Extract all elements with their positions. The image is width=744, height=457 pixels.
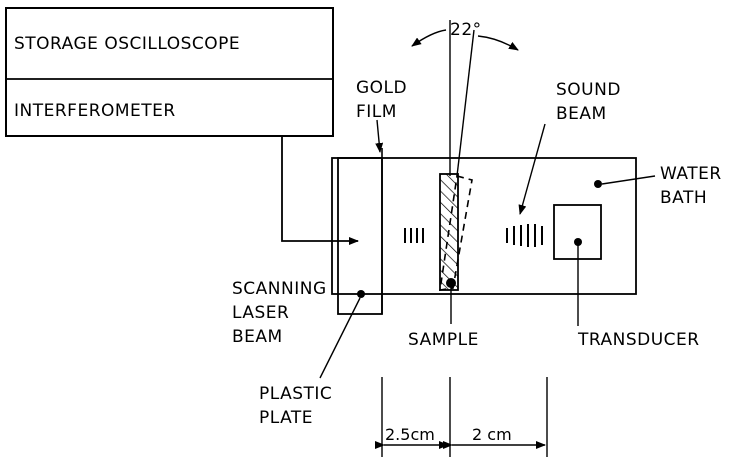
scanning-laser-beam-label-line-2: LASER <box>232 303 290 323</box>
water-bath-dot <box>594 180 602 188</box>
signal-path-line <box>281 136 359 245</box>
scanning-laser-beam-label: SCANNING LASER BEAM <box>232 277 327 349</box>
angle-tilted-line <box>456 29 475 177</box>
scanning-laser-beam-label-line-1: SCANNING <box>232 279 327 299</box>
transducer-label: TRANSDUCER <box>578 330 700 350</box>
gold-film-label-line-1: GOLD <box>356 78 408 98</box>
water-bath-label: WATER BATH <box>660 162 722 210</box>
interferometer-label: INTERFEROMETER <box>14 101 176 121</box>
plastic-plate-label-line-2: PLATE <box>259 408 314 428</box>
water-bath-label-line-2: BATH <box>660 188 708 208</box>
transducer-dot <box>574 238 582 246</box>
dimension-lines <box>375 377 548 457</box>
sample-rotated-outline <box>439 174 473 291</box>
sound-beam-label-line-1: SOUND <box>556 80 621 100</box>
gold-film-label-line-2: FILM <box>356 102 397 122</box>
gold-film-label: GOLD FILM <box>356 76 407 124</box>
instrument-box <box>5 7 334 137</box>
dimension-left-label: 2.5cm <box>385 425 435 444</box>
plastic-plate-label: PLASTIC PLATE <box>259 382 332 430</box>
angle-arc-left <box>411 29 447 47</box>
gold-film-pointer <box>375 119 384 153</box>
laser-spot <box>357 290 365 298</box>
wavefronts-left <box>404 228 424 243</box>
sound-beam-label: SOUND BEAM <box>556 78 621 126</box>
sample-label: SAMPLE <box>408 330 479 350</box>
plastic-plate-pointer <box>319 297 361 379</box>
sound-beam-pointer <box>518 123 546 215</box>
water-bath-pointer <box>601 175 656 185</box>
plastic-plate-label-line-1: PLASTIC <box>259 384 333 404</box>
water-bath-label-line-1: WATER <box>660 164 722 184</box>
water-bath-tank <box>331 157 637 295</box>
scanning-laser-beam-label-line-3: BEAM <box>232 327 283 347</box>
angle-arc-right <box>477 35 519 51</box>
sound-beam-label-line-2: BEAM <box>556 104 607 124</box>
angle-label: 22° <box>450 20 482 40</box>
storage-oscilloscope-label: STORAGE OSCILLOSCOPE <box>14 34 241 54</box>
wavefronts-right <box>506 224 543 247</box>
dimension-right-label: 2 cm <box>472 425 512 444</box>
